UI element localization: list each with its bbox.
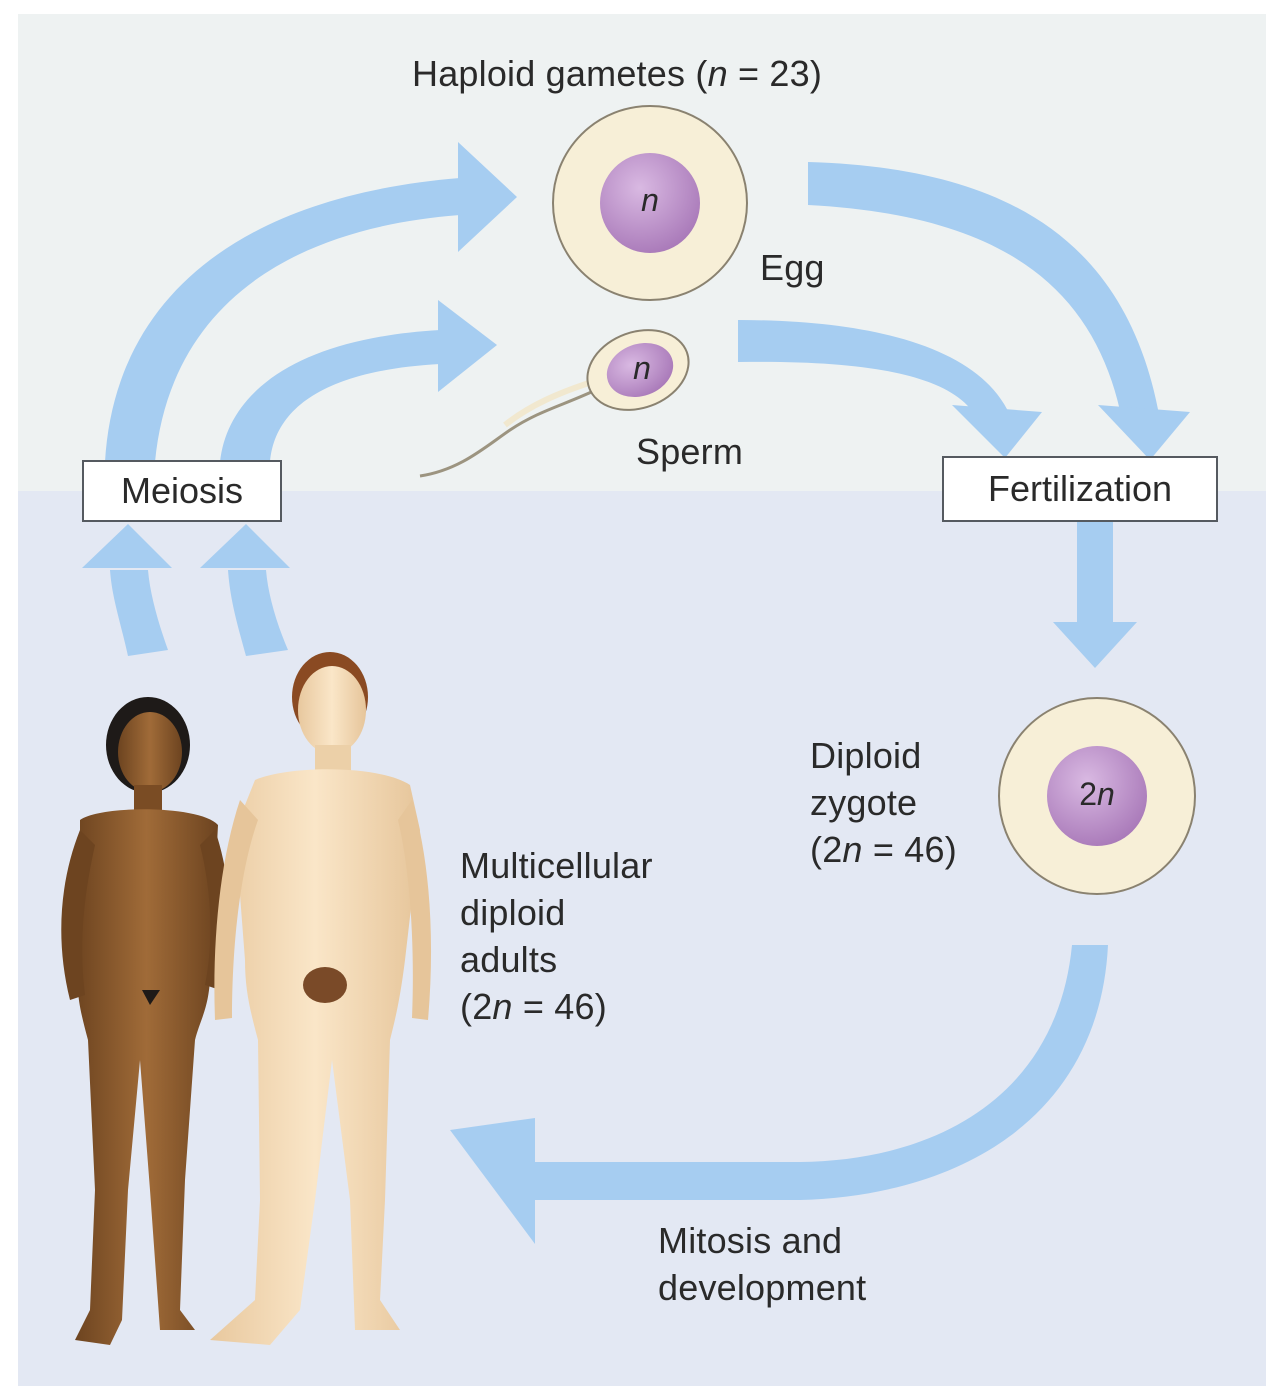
zygote-nucleus [1047, 746, 1147, 846]
sperm-to-fertilization-arrowhead [952, 405, 1042, 458]
zygote-label-line3: (2n = 46) [810, 829, 957, 870]
egg-to-fertilization-arrowhead [1098, 405, 1190, 460]
fertilization-to-zygote-shaft [1077, 522, 1113, 624]
male-adult-figure [210, 652, 432, 1345]
zygote-label-line1: Diploid [810, 735, 922, 776]
adults-label-line1: Multicellular [460, 845, 653, 886]
adults-label-line3: adults [460, 939, 558, 980]
zygote-label-line2: zygote [810, 782, 918, 823]
adults-label-line2: diploid [460, 892, 566, 933]
female-to-meiosis-arrowhead [82, 524, 172, 568]
meiosis-to-egg-arrowhead [458, 142, 517, 252]
fertilization-label: Fertilization [987, 468, 1173, 509]
mitosis-arrowhead [450, 1118, 535, 1244]
meiosis-to-sperm-arrowhead [438, 300, 497, 392]
zygote-label: Diploid zygote (2n = 46) [810, 732, 957, 873]
haploid-gametes-label: Haploid gametes (n = 23) [412, 53, 823, 94]
meiosis-to-egg-arrow [105, 178, 460, 462]
mitosis-label: Mitosis and development [658, 1217, 866, 1311]
meiosis-box: Meiosis [82, 460, 282, 522]
adults-label-line4: (2n = 46) [460, 986, 607, 1027]
female-to-meiosis-arrow [110, 570, 168, 656]
mitosis-label-line1: Mitosis and [658, 1220, 843, 1261]
sperm-label: Sperm [636, 431, 744, 472]
male-to-meiosis-arrowhead [200, 524, 290, 568]
egg-nucleus-label: n [641, 182, 659, 218]
egg-to-fertilization-arrow [808, 162, 1160, 420]
sperm-tail [419, 386, 601, 478]
sperm-to-fertilization-arrow [738, 320, 1012, 420]
adults-label: Multicellular diploid adults (2n = 46) [460, 842, 653, 1030]
male-to-meiosis-arrow [228, 570, 288, 656]
egg-nucleus [600, 153, 700, 253]
zygote-nucleus-label: 2n [1079, 776, 1115, 812]
fertilization-box: Fertilization [942, 456, 1218, 522]
sperm-nucleus-label: n [633, 350, 651, 386]
sperm-nucleus [606, 342, 674, 398]
fertilization-to-zygote-arrowhead [1053, 622, 1137, 668]
mitosis-label-line2: development [658, 1267, 867, 1308]
meiosis-to-sperm-arrow [220, 330, 440, 462]
meiosis-label: Meiosis [120, 470, 244, 511]
egg-label: Egg [760, 247, 825, 288]
mitosis-arrow [535, 945, 1108, 1200]
